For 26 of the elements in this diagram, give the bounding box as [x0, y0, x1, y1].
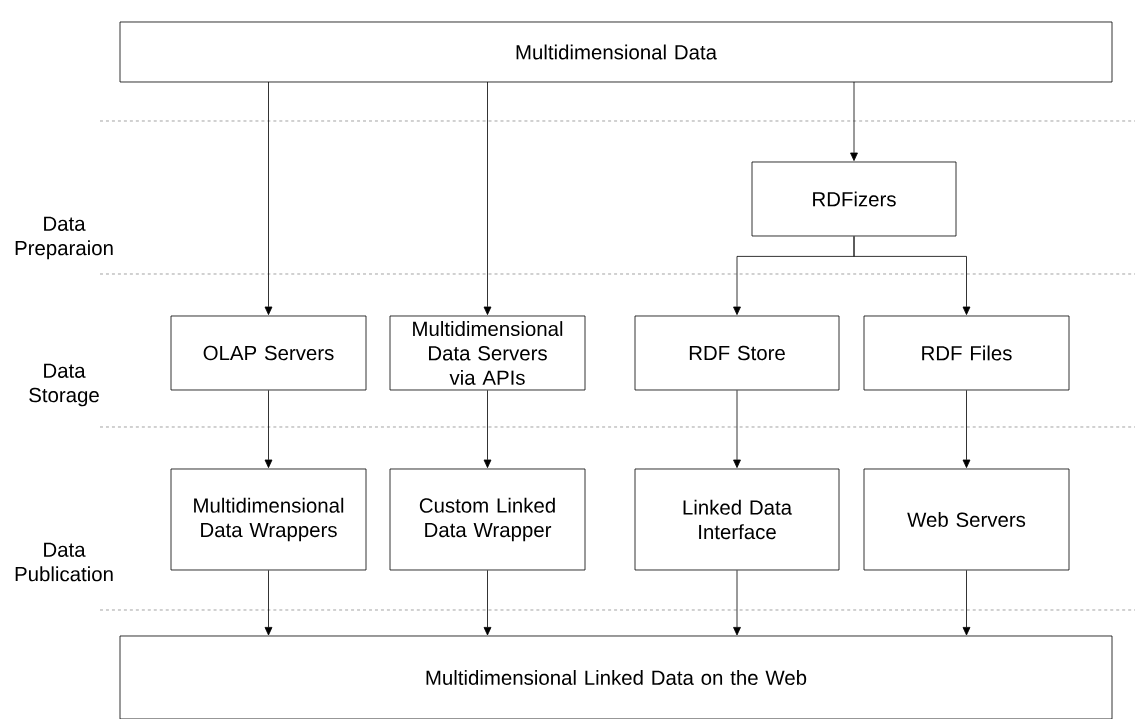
arrow: [483, 390, 492, 468]
process-box: Multidimensional Data Servers via APIs: [389, 315, 586, 391]
arrow: [264, 390, 273, 468]
stage-label: Data Publication: [15, 542, 113, 582]
process-box: RDFizers: [751, 161, 957, 237]
arrow: [962, 390, 971, 468]
process-box: Multidimensional Data: [119, 21, 1113, 83]
arrow: [264, 570, 273, 636]
arrow: [733, 570, 741, 636]
arrow: [264, 81, 273, 315]
process-box: RDF Store: [634, 315, 840, 391]
arrow: [962, 570, 971, 636]
process-box: Multidimensional Data Wrappers: [170, 468, 367, 571]
arrow: [483, 81, 492, 315]
process-box: Multidimensional Linked Data on the Web: [119, 635, 1113, 719]
arrow: [853, 236, 971, 315]
stage-label: Data Storage: [29, 363, 99, 407]
process-box: Linked Data Interface: [634, 468, 840, 571]
process-box: RDF Files: [863, 315, 1070, 391]
arrow: [483, 570, 492, 636]
arrow: [733, 390, 741, 468]
arrow: [850, 81, 858, 161]
stage-label: Data Preparaion: [15, 216, 113, 260]
process-box: Web Servers: [863, 468, 1070, 571]
process-box: Custom Linked Data Wrapper: [389, 468, 586, 571]
process-box: OLAP Servers: [170, 315, 367, 391]
